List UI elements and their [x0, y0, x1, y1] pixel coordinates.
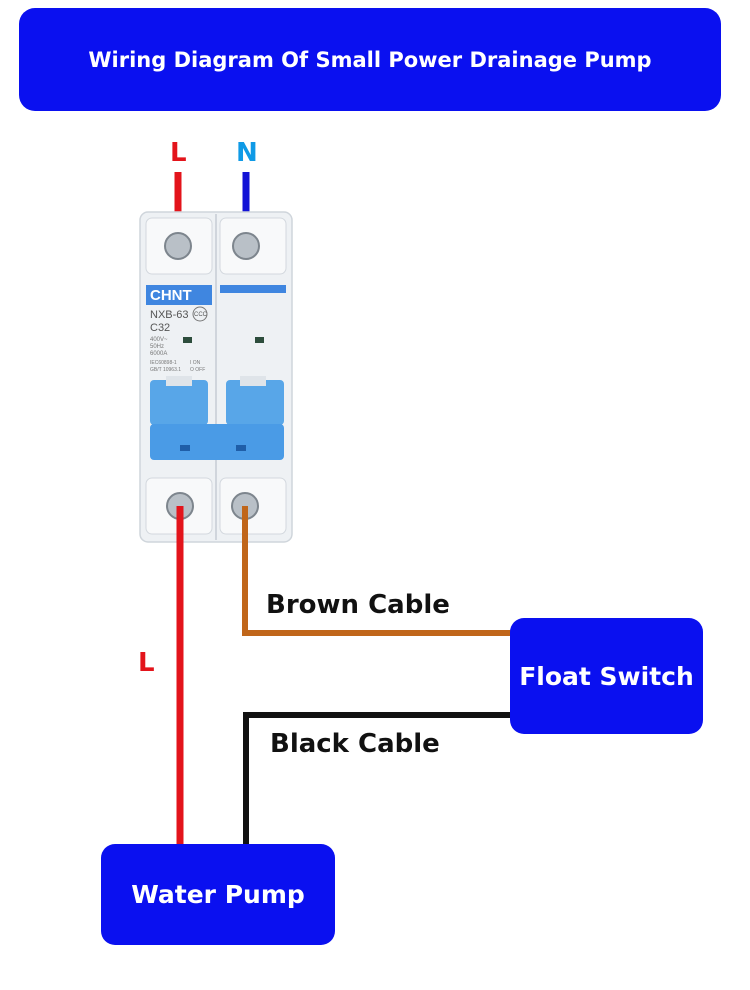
line-cable-label: L	[138, 648, 155, 678]
circuit-breaker: CHNT NXB-63 CCC C32 400V~ 50Hz 6000A IEC…	[139, 211, 293, 543]
breaker-voltage: 400V~	[150, 337, 168, 343]
top-left-screw-icon	[164, 232, 192, 260]
breaker-rating: C32	[150, 322, 170, 334]
brown-cable-wire	[242, 506, 512, 636]
breaker-brand: CHNT	[150, 287, 192, 304]
breaker-standard-2: GB/T 10963.1	[150, 367, 181, 373]
breaker-on-label: I ON	[190, 360, 201, 366]
black-cable-wire	[243, 712, 512, 847]
breaker-off-label: O OFF	[190, 367, 205, 373]
breaker-cert: CCC	[194, 312, 208, 318]
line-terminal-label: L	[170, 138, 187, 168]
diagram-title: Wiring Diagram Of Small Power Drainage P…	[19, 8, 721, 111]
breaker-model: NXB-63	[150, 309, 189, 321]
breaker-handle-bar	[150, 424, 284, 460]
black-cable-label: Black Cable	[270, 729, 440, 759]
indicator-left-icon	[183, 337, 192, 343]
top-right-screw-icon	[232, 232, 260, 260]
breaker-capacity: 6000A	[150, 351, 167, 357]
float-switch-box: Float Switch	[510, 618, 703, 734]
brown-cable-label: Brown Cable	[266, 590, 450, 620]
water-pump-box: Water Pump	[101, 844, 335, 945]
neutral-terminal-label: N	[236, 138, 258, 168]
indicator-right-icon	[255, 337, 264, 343]
breaker-standard-1: IEC60898-1	[150, 360, 177, 366]
breaker-frequency: 50Hz	[150, 344, 164, 350]
